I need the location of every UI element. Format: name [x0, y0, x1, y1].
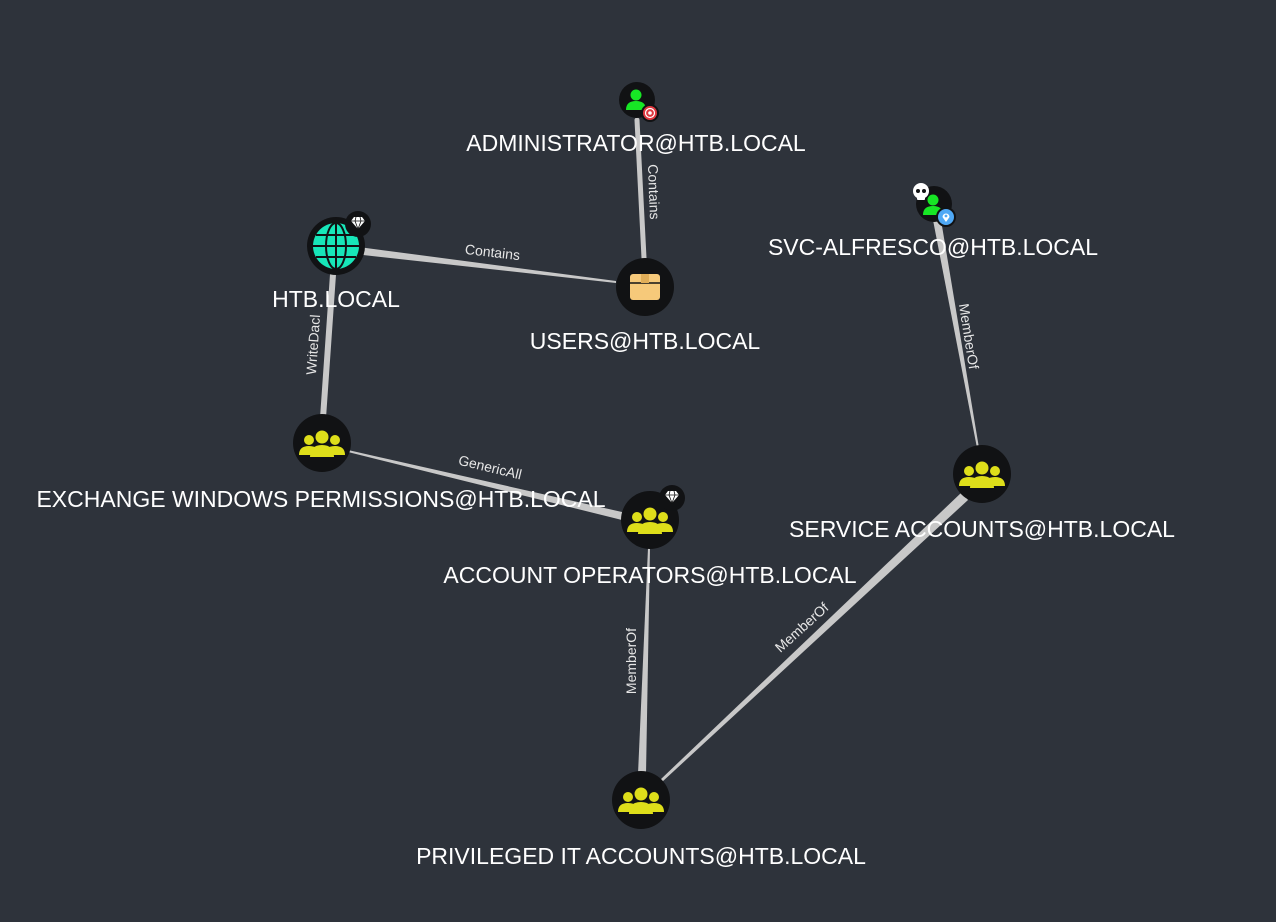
node-label: SVC-ALFRESCO@HTB.LOCAL: [768, 234, 1098, 260]
edge-acctops-memberof-privit[interactable]: MemberOf: [623, 548, 650, 774]
node-label: PRIVILEGED IT ACCOUNTS@HTB.LOCAL: [416, 843, 866, 869]
node-svc-alfresco[interactable]: SVC-ALFRESCO@HTB.LOCAL: [768, 183, 1098, 260]
edge-label-writedacl: WriteDacl: [303, 314, 323, 375]
high-value-badge-icon: [659, 485, 685, 511]
node-privileged-it-accounts[interactable]: PRIVILEGED IT ACCOUNTS@HTB.LOCAL: [416, 771, 866, 869]
edge-admin-contains-users[interactable]: Contains: [634, 117, 663, 261]
node-htb-local[interactable]: HTB.LOCAL: [272, 211, 400, 312]
box-icon: [630, 274, 660, 300]
edge-label-contains: Contains: [645, 164, 663, 220]
node-exchange-windows-permissions[interactable]: EXCHANGE WINDOWS PERMISSIONS@HTB.LOCAL: [36, 414, 606, 512]
globe-icon: [313, 222, 359, 270]
node-service-accounts[interactable]: SERVICE ACCOUNTS@HTB.LOCAL: [789, 445, 1175, 542]
edge-label-contains: Contains: [464, 241, 521, 263]
node-label: SERVICE ACCOUNTS@HTB.LOCAL: [789, 516, 1175, 542]
edge-htb-contains-users[interactable]: Contains: [336, 241, 616, 283]
node-label: USERS@HTB.LOCAL: [530, 328, 761, 354]
node-label: EXCHANGE WINDOWS PERMISSIONS@HTB.LOCAL: [36, 486, 605, 512]
edge-htb-writedacl-exchange[interactable]: WriteDacl: [303, 257, 337, 421]
node-users[interactable]: USERS@HTB.LOCAL: [530, 258, 761, 354]
map-pin-icon: [936, 207, 956, 227]
high-value-badge-icon: [345, 211, 371, 237]
node-label: HTB.LOCAL: [272, 286, 400, 312]
skull-icon: [913, 183, 929, 200]
target-badge-icon: [641, 104, 659, 122]
node-account-operators[interactable]: ACCOUNT OPERATORS@HTB.LOCAL: [443, 485, 857, 588]
node-administrator[interactable]: ADMINISTRATOR@HTB.LOCAL: [466, 82, 806, 156]
node-label: ADMINISTRATOR@HTB.LOCAL: [466, 130, 806, 156]
edge-label-memberof: MemberOf: [623, 628, 639, 694]
node-label: ACCOUNT OPERATORS@HTB.LOCAL: [443, 562, 856, 588]
